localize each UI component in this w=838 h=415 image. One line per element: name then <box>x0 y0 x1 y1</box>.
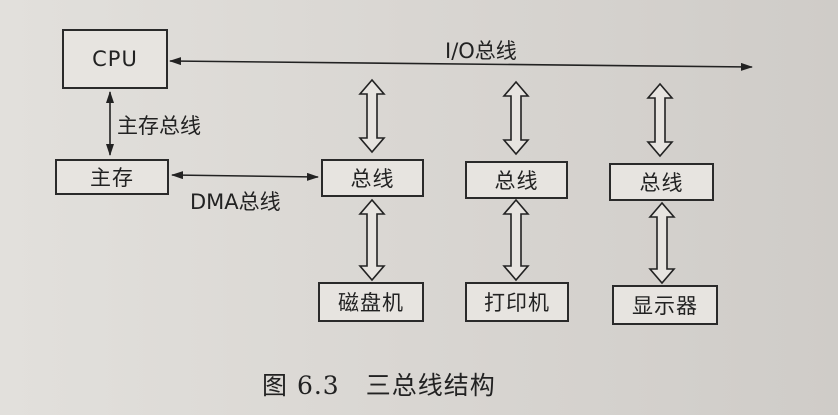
disk-box: 磁盘机 <box>318 282 424 322</box>
figure-caption: 图 6.3 三总线结构 <box>262 371 496 400</box>
io-bus-label: I/O总线 <box>445 39 517 63</box>
double-arrow-bus-to-display <box>648 201 676 285</box>
bus-box-printer: 总线 <box>465 161 568 199</box>
double-arrow-bus-to-disk <box>358 198 386 282</box>
dma-bus-label: DMA总线 <box>190 190 281 214</box>
double-arrow-io-to-bus-disk <box>358 78 386 154</box>
bus-box-display: 总线 <box>609 163 714 201</box>
printer-box: 打印机 <box>465 282 569 322</box>
double-arrow-io-to-bus-display <box>646 82 674 158</box>
bus-box-disk: 总线 <box>321 159 424 197</box>
dma-bus-line <box>171 171 319 181</box>
double-arrow-io-to-bus-printer <box>502 80 530 156</box>
main-memory-box: 主存 <box>55 159 169 195</box>
io-bus-line <box>169 57 753 71</box>
memory-bus-label: 主存总线 <box>117 114 201 138</box>
cpu-box: CPU <box>62 29 168 89</box>
display-box: 显示器 <box>612 285 718 325</box>
double-arrow-bus-to-printer <box>502 198 530 282</box>
